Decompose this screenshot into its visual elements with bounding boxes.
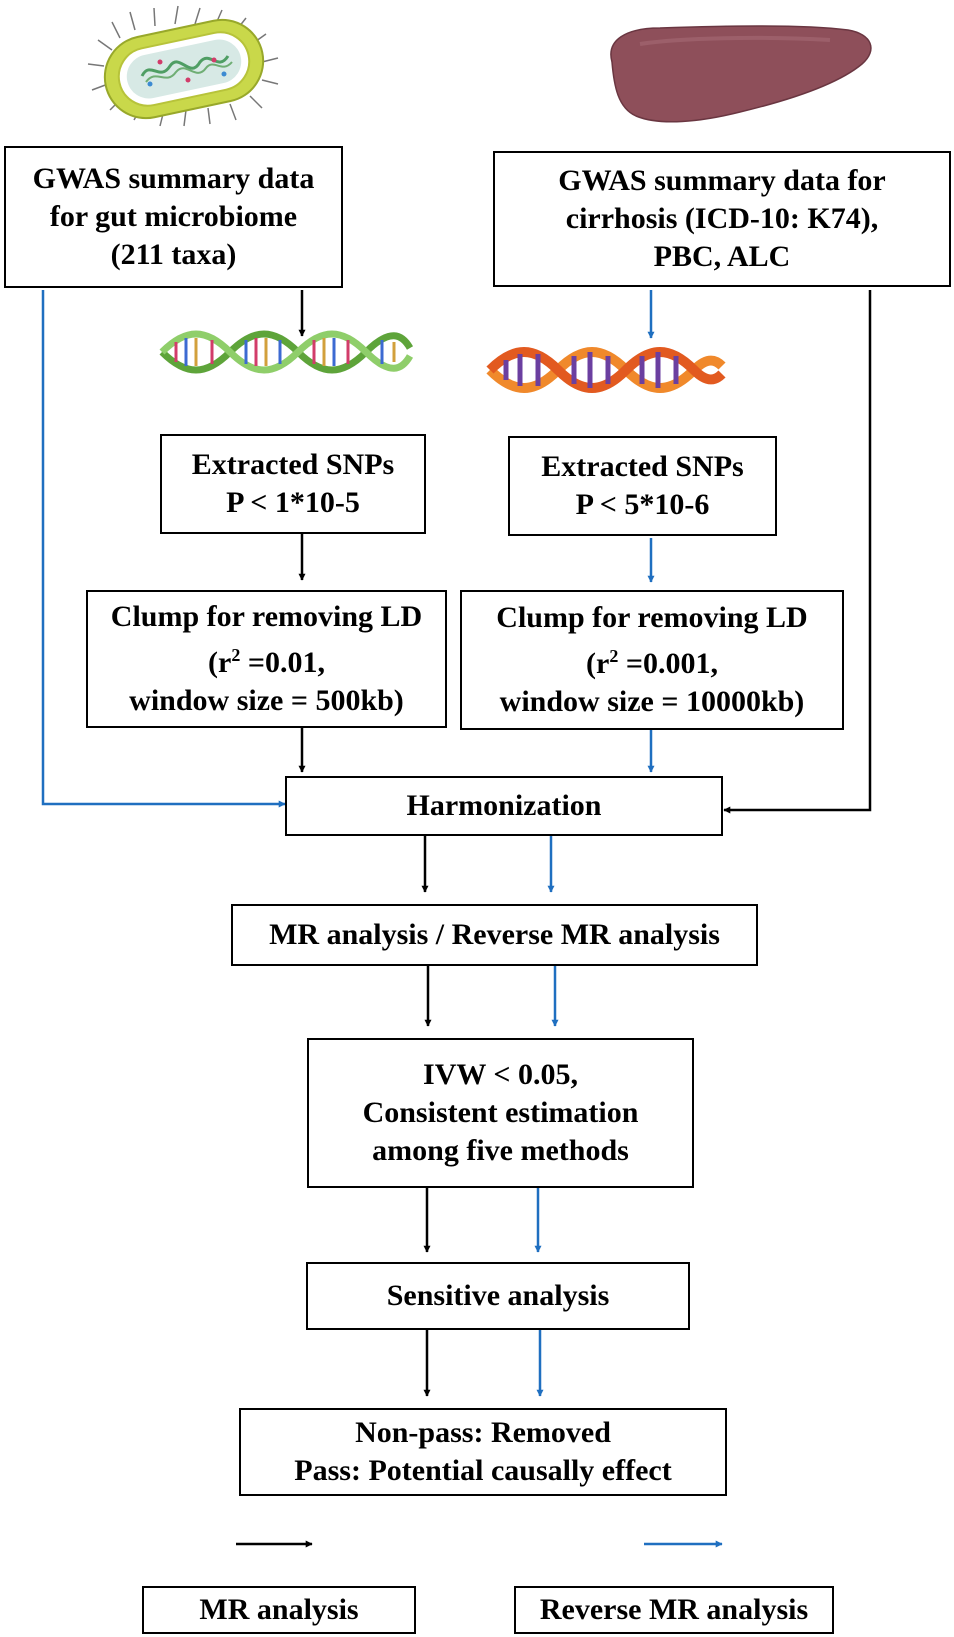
clump-liver-line-1: Clump for removing LD <box>496 601 808 634</box>
gwas-liver-line-3: PBC, ALC <box>653 240 791 273</box>
gwas-liver-line-1: GWAS summary data for <box>558 164 886 197</box>
sensitive-analysis-box: Sensitive analysis <box>306 1262 690 1330</box>
bacterium-icon <box>87 5 279 127</box>
clump-ld-gut-box: Clump for removing LD (r2 =0.01, window … <box>86 590 447 728</box>
ivw-line-1: IVW < 0.05, <box>423 1058 578 1091</box>
extracted-snps-liver-box: Extracted SNPs P < 5*10-6 <box>508 436 777 536</box>
clump-ld-liver-box: Clump for removing LD (r2 =0.001, window… <box>460 590 844 730</box>
legend-mr-label: MR analysis <box>199 1593 359 1626</box>
harmonization-box: Harmonization <box>285 776 723 836</box>
ivw-line-2: Consistent estimation <box>362 1096 639 1129</box>
gwas-cirrhosis-box: GWAS summary data for cirrhosis (ICD-10:… <box>493 151 951 287</box>
liver-icon <box>610 25 872 123</box>
snp-gut-threshold: P < 1*10-5 <box>226 486 360 519</box>
dna-helix-orange-icon <box>486 347 726 393</box>
clump-gut-r-prefix: (r <box>208 646 232 679</box>
snp-gut-line-1: Extracted SNPs <box>191 448 395 481</box>
result-non-pass: Non-pass: Removed <box>355 1416 611 1449</box>
arrow-gwas-liver-bypass-to-harmonization <box>723 290 872 814</box>
gwas-gut-line-1: GWAS summary data <box>32 162 315 195</box>
clump-gut-line-1: Clump for removing LD <box>110 600 423 633</box>
dna-helix-green-icon <box>159 330 414 374</box>
result-box: Non-pass: Removed Pass: Potential causal… <box>239 1408 727 1496</box>
clump-gut-r-suffix: =0.01, <box>240 646 325 679</box>
arrow-gwas-gut-bypass-to-harmonization <box>41 290 286 808</box>
clump-liver-r2: (r2 =0.001, <box>586 637 718 683</box>
sensitive-analysis-label: Sensitive analysis <box>386 1279 610 1312</box>
snp-liver-line-1: Extracted SNPs <box>541 450 744 483</box>
ivw-line-3: among five methods <box>372 1134 629 1167</box>
clump-liver-r-sup: 2 <box>609 646 619 666</box>
ivw-box: IVW < 0.05, Consistent estimation among … <box>307 1038 694 1188</box>
mr-analysis-label: MR analysis / Reverse MR analysis <box>269 918 720 951</box>
gwas-gut-line-3: (211 taxa) <box>110 238 237 271</box>
snp-liver-threshold: P < 5*10-6 <box>575 488 710 521</box>
clump-gut-r2: (r2 =0.01, <box>208 636 325 682</box>
mr-analysis-box: MR analysis / Reverse MR analysis <box>231 904 758 966</box>
gwas-gut-microbiome-box: GWAS summary data for gut microbiome (21… <box>4 146 343 288</box>
gwas-liver-line-2: cirrhosis (ICD-10: K74), <box>565 202 879 235</box>
extracted-snps-gut-box: Extracted SNPs P < 1*10-5 <box>160 434 426 534</box>
legend-reverse-box: Reverse MR analysis <box>514 1586 834 1634</box>
clump-gut-window: window size = 500kb) <box>129 684 404 717</box>
clump-liver-window: window size = 10000kb) <box>499 685 805 718</box>
harmonization-label: Harmonization <box>406 789 602 822</box>
legend-mr-box: MR analysis <box>142 1586 416 1634</box>
clump-liver-r-suffix: =0.001, <box>618 647 718 680</box>
legend-reverse-label: Reverse MR analysis <box>539 1593 809 1626</box>
result-pass: Pass: Potential causally effect <box>294 1454 672 1487</box>
clump-liver-r-prefix: (r <box>586 647 610 680</box>
clump-gut-r-sup: 2 <box>231 645 241 665</box>
gwas-gut-line-2: for gut microbiome <box>49 200 298 233</box>
